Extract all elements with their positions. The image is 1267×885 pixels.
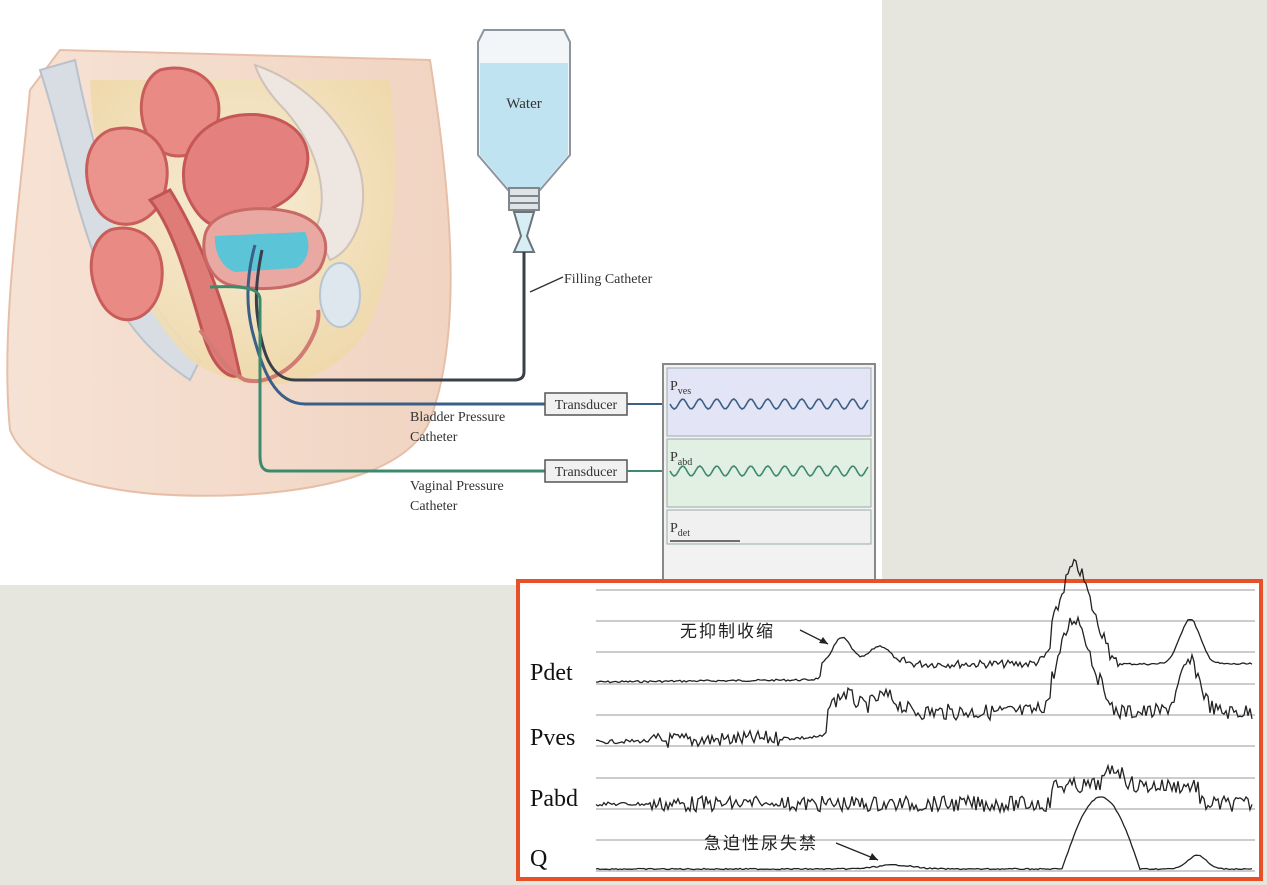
pabd-band xyxy=(666,438,872,508)
trace-label-pves: Pves xyxy=(530,725,575,751)
pdet-band xyxy=(666,509,872,545)
bottle-cap xyxy=(508,187,540,211)
bladder-catheter-label-2: Catheter xyxy=(410,430,458,445)
water-bottle: Water xyxy=(477,29,571,253)
transducer-bottom-label: Transducer xyxy=(555,465,618,480)
pelvis-anatomy xyxy=(6,48,452,497)
rectum xyxy=(147,188,242,378)
vaginal-catheter-label-1: Vaginal Pressure xyxy=(410,479,504,494)
bladder-pressure-catheter xyxy=(246,244,545,406)
water-label: Water xyxy=(506,96,541,112)
filling-catheter-label: Filling Catheter xyxy=(564,272,653,287)
perineum xyxy=(198,309,321,384)
vaginal-pressure-catheter xyxy=(209,285,545,473)
urodynamic-trace-panel: Pdet Pves Pabd Q 无抑制收缩 急迫性尿失禁 xyxy=(516,558,1263,881)
pves-wave xyxy=(669,398,869,410)
filling-catheter-leader xyxy=(529,276,564,293)
pabd-trace xyxy=(595,763,1253,815)
vaginal-catheter-label-2: Catheter xyxy=(410,499,458,514)
annotation-urge-incontinence: 急迫性尿失禁 xyxy=(704,834,818,854)
trace-gridlines xyxy=(596,589,1255,872)
pves-trace xyxy=(595,615,1253,748)
transducer-top-label: Transducer xyxy=(555,398,618,413)
bowel-2 xyxy=(85,126,169,226)
water-fill xyxy=(480,63,568,188)
trace-label-pabd: Pabd xyxy=(530,786,578,812)
q-trace xyxy=(595,796,1253,871)
pves-band xyxy=(666,367,872,437)
filling-catheter xyxy=(254,249,526,382)
pves-label: Pves xyxy=(670,379,691,397)
pabd-wave xyxy=(669,465,869,477)
bowel-3 xyxy=(89,226,164,322)
bladder-catheter-label-1: Bladder Pressure xyxy=(410,410,505,425)
pabd-label: Pabd xyxy=(670,450,692,468)
trace-label-q: Q xyxy=(530,846,547,872)
trace-label-pdet: Pdet xyxy=(530,660,573,686)
drip-chamber xyxy=(512,211,536,253)
pdet-label: Pdet xyxy=(670,521,690,539)
peritoneum xyxy=(253,63,365,262)
pubic-bone xyxy=(319,262,361,328)
pressure-monitor: Pves Pabd Pdet xyxy=(662,363,876,587)
pdet-trace xyxy=(595,558,1253,684)
annotation-uninhibited-contraction: 无抑制收缩 xyxy=(680,622,775,642)
